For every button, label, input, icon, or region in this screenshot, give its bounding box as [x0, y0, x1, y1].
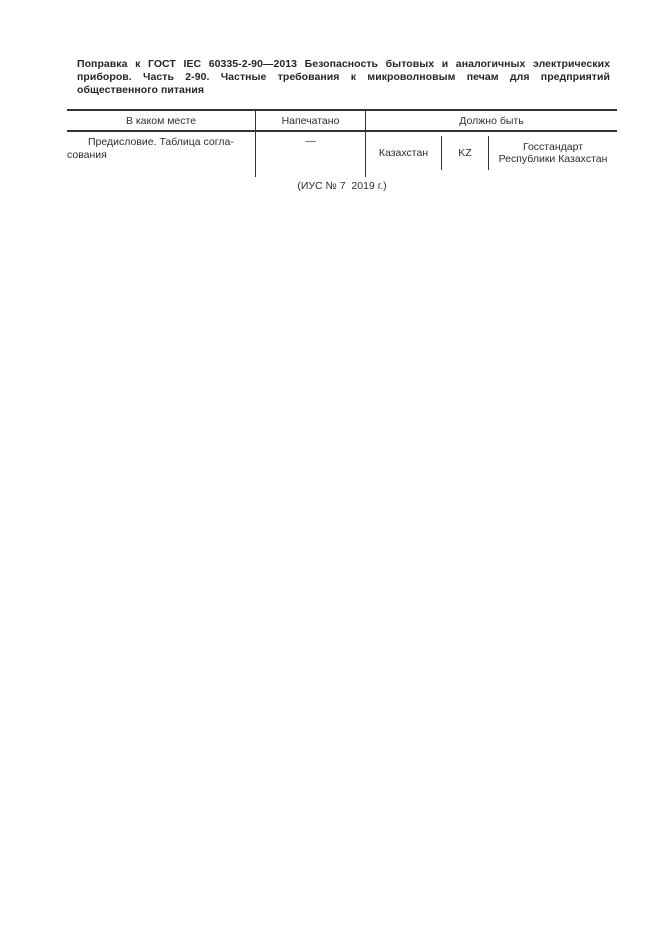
ius-publication-note: (ИУС № 7 2019 г.)	[297, 180, 387, 192]
should-be-subrow: Казахстан KZ Госстандарт Республики Каза…	[366, 136, 617, 170]
column-header-should-be: Должно быть	[365, 111, 617, 130]
heading-line-2: приборов. Часть 2-90. Частные требования…	[77, 71, 610, 83]
amendment-heading: Поправка к ГОСТ IEC 60335-2-90—2013 Безо…	[77, 58, 610, 97]
column-header-location: В каком месте	[125, 114, 197, 127]
cell-location: Предисловие. Таблица согла- сования	[67, 132, 255, 177]
cell-standard-authority: Госстандарт Республики Казахстан	[488, 136, 617, 170]
cell-printed-dash: —	[255, 132, 365, 177]
column-header-printed: Напечатано	[255, 111, 365, 130]
cell-country-name: Казахстан	[378, 146, 429, 159]
table-header-row: В каком месте Напечатано Должно быть	[67, 109, 617, 132]
heading-line-1: Поправка к ГОСТ IEC 60335-2-90—2013 Безо…	[77, 58, 610, 70]
cell-should-be: Казахстан KZ Госстандарт Республики Каза…	[365, 132, 617, 177]
cell-country-code: KZ	[441, 136, 488, 170]
authority-line-1: Госстандарт	[522, 140, 584, 153]
correction-table: В каком месте Напечатано Должно быть Пре…	[67, 109, 617, 177]
table-data-row: Предисловие. Таблица согла- сования — Ка…	[67, 132, 617, 177]
location-line-1: Предисловие. Таблица согла-	[88, 136, 234, 148]
heading-line-3: общественного питания	[77, 84, 205, 96]
authority-line-2: Республики Казахстан	[498, 153, 608, 165]
location-line-2: сования	[67, 149, 107, 161]
